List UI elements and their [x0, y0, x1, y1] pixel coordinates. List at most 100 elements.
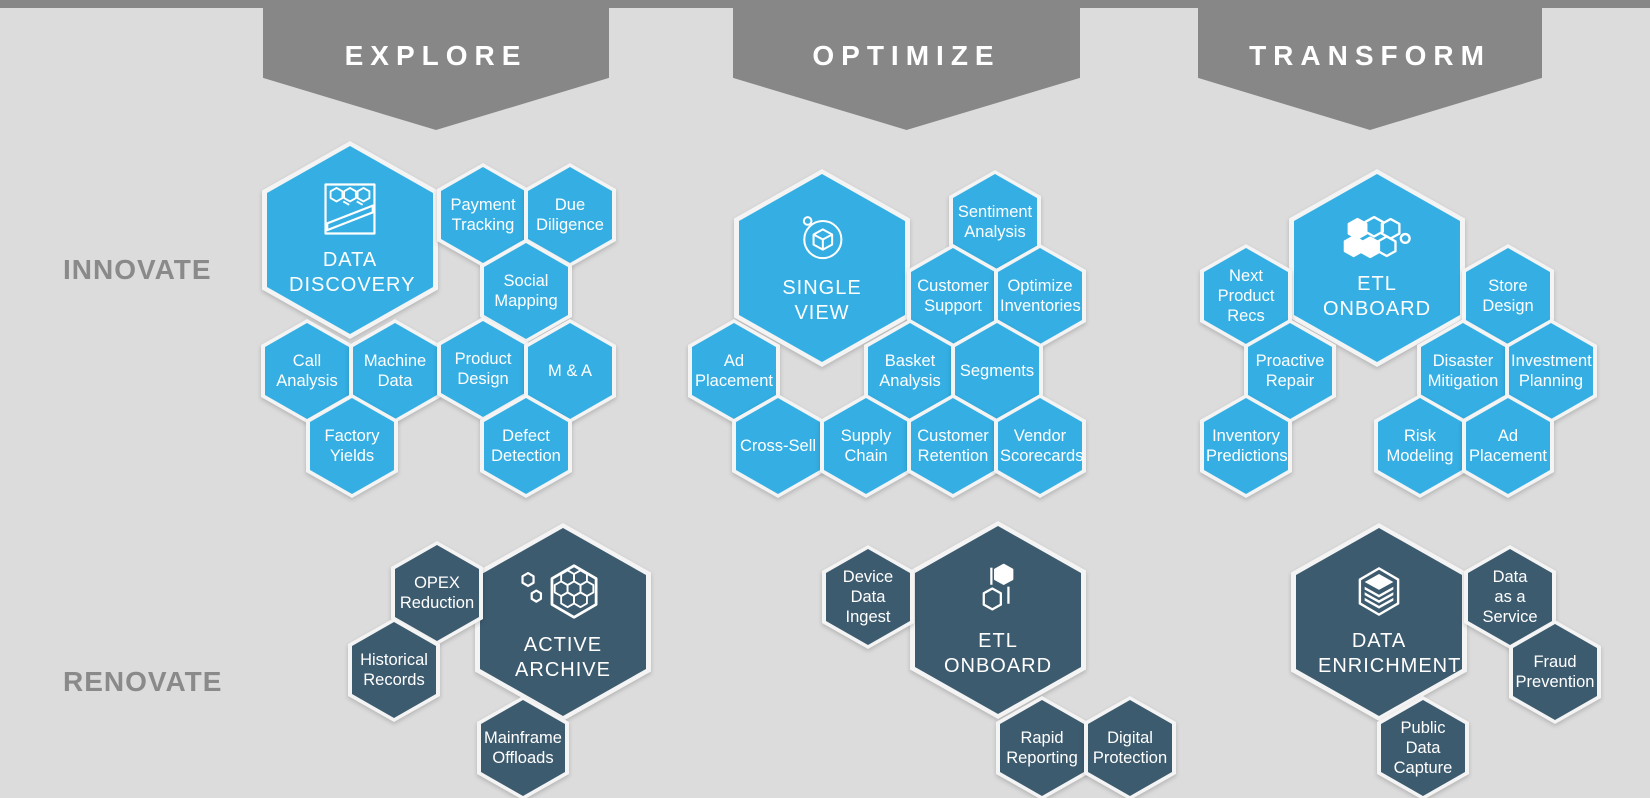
hex-body	[484, 398, 568, 494]
hex-content: Investment Planning	[1505, 319, 1597, 423]
active-archive-icon	[517, 562, 609, 621]
hex-label: Factory Yields	[324, 427, 380, 465]
banner-transform-label: TRANSFORM	[1249, 40, 1491, 71]
hex-label: Supply Chain	[840, 427, 892, 465]
data-enrichment-icon	[1355, 566, 1403, 617]
hex-content: Payment Tracking	[437, 163, 529, 267]
hex-body	[395, 545, 479, 641]
hex-content: ETL ONBOARD	[1289, 169, 1465, 367]
hex-body	[911, 398, 995, 494]
hex-label: Call Analysis	[276, 352, 338, 390]
hex-content: Defect Detection	[480, 394, 572, 498]
hex-label: Public Data Capture	[1393, 719, 1453, 777]
hex-optimize-renovate-digital-protection: Digital Protection	[1084, 696, 1176, 798]
hex-body	[310, 398, 394, 494]
hex-content: Inventory Predictions	[1200, 394, 1292, 498]
hex-body	[441, 167, 525, 263]
hex-content: Customer Retention	[907, 394, 999, 498]
hex-label: Customer Retention	[917, 427, 989, 465]
hex-optimize-renovate-etl-onboard: ETL ONBOARD	[910, 521, 1086, 719]
hex-label: Product Design	[454, 350, 512, 388]
hex-body	[441, 321, 525, 417]
hex-explore-innovate-payment-tracking: Payment Tracking	[437, 163, 529, 267]
hex-body	[1088, 700, 1172, 796]
hex-transform-renovate-fraud-prevention: Fraud Prevention	[1509, 620, 1601, 724]
hex-body	[1513, 624, 1597, 720]
hex-label: Disaster Mitigation	[1427, 352, 1499, 390]
banner-optimize-label: OPTIMIZE	[812, 40, 1001, 71]
hex-content: Vendor Scorecards	[994, 394, 1086, 498]
hex-content: Rapid Reporting	[996, 696, 1088, 798]
hex-explore-innovate-data-discovery: DATA DISCOVERY	[262, 141, 438, 339]
hex-content: Ad Placement	[1462, 394, 1554, 498]
hex-label: Cross-Sell	[739, 437, 817, 455]
hex-content: Cross-Sell	[732, 394, 824, 498]
hex-optimize-innovate-customer-support: Customer Support	[907, 244, 999, 348]
banner-optimize: OPTIMIZE	[733, 6, 1080, 130]
hex-body	[528, 323, 612, 419]
hex-content: Call Analysis	[261, 319, 353, 423]
hex-content: ETL ONBOARD	[910, 521, 1086, 719]
hex-label: Mainframe Offloads	[484, 729, 562, 767]
hex-label: DATA DISCOVERY	[289, 249, 416, 296]
hex-content: Data as a Service	[1464, 545, 1556, 649]
hex-label: Basket Analysis	[879, 352, 941, 390]
hex-label: Store Design	[1482, 277, 1534, 315]
hex-label: Sentiment Analysis	[957, 203, 1033, 241]
hex-content: Optimize Inventories	[994, 244, 1086, 348]
hex-label: Data as a Service	[1482, 568, 1538, 626]
etl-onboard-dark-icon	[979, 562, 1017, 617]
hex-label: Defect Detection	[491, 427, 561, 465]
hex-content: Segments	[951, 319, 1043, 423]
hex-label: Digital Protection	[1092, 729, 1168, 767]
hex-content: Product Design	[437, 317, 529, 421]
hex-label: Rapid Reporting	[1006, 729, 1078, 767]
hex-label: Payment Tracking	[450, 196, 516, 234]
hex-content: Fraud Prevention	[1509, 620, 1601, 724]
hex-content: M & A	[524, 319, 616, 423]
top-strip	[0, 0, 1650, 8]
hex-optimize-innovate-single-view: SINGLE VIEW	[734, 169, 910, 367]
hex-content: Risk Modeling	[1374, 394, 1466, 498]
hex-label: Proactive Repair	[1255, 352, 1325, 390]
hex-content: Mainframe Offloads	[477, 696, 569, 798]
hex-label: Social Mapping	[494, 272, 558, 310]
hex-body	[1468, 549, 1552, 645]
hex-label: Due Diligence	[536, 196, 604, 234]
hex-transform-innovate-risk-modeling: Risk Modeling	[1374, 394, 1466, 498]
hex-transform-innovate-ad-placement: Ad Placement	[1462, 394, 1554, 498]
hex-explore-renovate-historical-records: Historical Records	[348, 618, 440, 722]
hex-content: OPEX Reduction	[391, 541, 483, 645]
hex-transform-innovate-investment-planning: Investment Planning	[1505, 319, 1597, 423]
hex-label: Machine Data	[363, 352, 427, 390]
hex-body	[1248, 323, 1332, 419]
hex-content: DATA DISCOVERY	[262, 141, 438, 339]
hex-body	[824, 398, 908, 494]
hex-optimize-innovate-customer-retention: Customer Retention	[907, 394, 999, 498]
hex-content: Factory Yields	[306, 394, 398, 498]
hex-optimize-innovate-cross-sell: Cross-Sell	[732, 394, 824, 498]
hex-content: Basket Analysis	[864, 319, 956, 423]
hex-transform-innovate-etl-onboard: ETL ONBOARD	[1289, 169, 1465, 367]
hex-content: Device Data Ingest	[822, 545, 914, 649]
hex-label: Vendor Scorecards	[1000, 427, 1084, 465]
hex-content: Customer Support	[907, 244, 999, 348]
hex-label: Investment Planning	[1511, 352, 1592, 390]
single-view-icon	[795, 210, 849, 264]
hex-explore-innovate-defect-detection: Defect Detection	[480, 394, 572, 498]
hex-content: Digital Protection	[1084, 696, 1176, 798]
hex-body	[1466, 398, 1550, 494]
hex-content: Historical Records	[348, 618, 440, 722]
hex-transform-renovate-public-data-capture: Public Data Capture	[1377, 696, 1469, 798]
hex-body	[736, 398, 820, 494]
hex-body	[1000, 700, 1084, 796]
hex-content: Next Product Recs	[1200, 244, 1292, 348]
hex-content: ACTIVE ARCHIVE	[475, 523, 651, 721]
row-label-renovate: RENOVATE	[63, 666, 223, 697]
hex-content: Supply Chain	[820, 394, 912, 498]
hex-body	[739, 174, 905, 362]
hex-content: DATA ENRICHMENT	[1291, 523, 1467, 721]
hex-content: Machine Data	[349, 319, 441, 423]
hex-label: M & A	[547, 362, 592, 380]
hex-body	[826, 549, 910, 645]
